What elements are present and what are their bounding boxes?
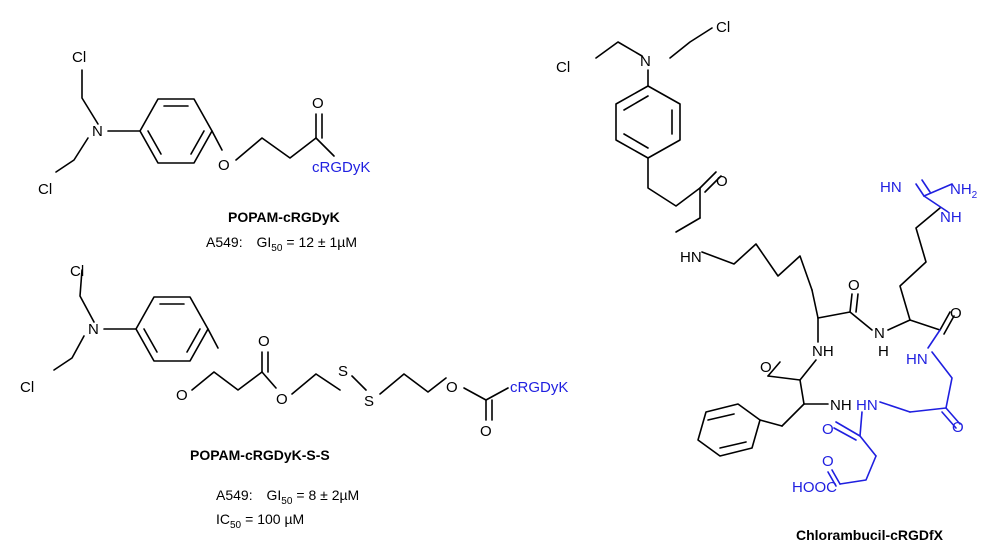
metric-subscript: 50 bbox=[271, 243, 283, 254]
peptide-label-crgdyk: cRGDyK bbox=[510, 379, 568, 396]
atom-s: S bbox=[338, 363, 348, 380]
atom-s: S bbox=[364, 393, 374, 410]
activity-value: = 8 ± 2µM bbox=[296, 487, 359, 503]
atom-cl: Cl bbox=[556, 59, 570, 76]
atom-o: O bbox=[176, 387, 188, 404]
structure-popam-crgdyk: Cl Cl N O O cRGDyK bbox=[38, 49, 370, 198]
compound-name-popam-crgdyk: POPAM-cRGDyK bbox=[228, 209, 340, 225]
atom-nh: NH bbox=[830, 397, 852, 414]
atom-n: N bbox=[88, 321, 99, 338]
atom-n: N bbox=[640, 53, 651, 70]
atom-h: H bbox=[878, 343, 889, 360]
atom-nh: NH bbox=[940, 209, 962, 226]
metric: IC bbox=[216, 511, 230, 527]
atom-o: O bbox=[446, 379, 458, 396]
atom-o: O bbox=[258, 333, 270, 350]
atom-hn: HN bbox=[856, 397, 878, 414]
activity-value: = 100 µM bbox=[245, 511, 304, 527]
metric-subscript: 50 bbox=[281, 496, 293, 507]
atom-nh2: NH2 bbox=[950, 181, 978, 201]
structure-chlorambucil-crgdfx: Cl N Cl O HN O NH O NH bbox=[556, 19, 978, 496]
activity-line: A549: GI50= 12 ± 1µM bbox=[206, 234, 357, 254]
atom-o: O bbox=[218, 157, 230, 174]
atom-cl: Cl bbox=[20, 379, 34, 396]
atom-nh: NH bbox=[812, 343, 834, 360]
atom-cl: Cl bbox=[38, 181, 52, 198]
atom-cl: Cl bbox=[716, 19, 730, 36]
atom-o: O bbox=[822, 421, 834, 438]
atom-o: O bbox=[716, 173, 728, 190]
atom-o: O bbox=[480, 423, 492, 440]
metric: GI bbox=[266, 487, 281, 503]
atom-o: O bbox=[312, 95, 324, 112]
metric-subscript: 50 bbox=[230, 520, 242, 531]
cell-line: A549: bbox=[206, 234, 243, 250]
hooc-group: HOOC bbox=[792, 479, 837, 496]
atom-o: O bbox=[848, 277, 860, 294]
atom-o: O bbox=[952, 419, 964, 436]
atom-hn: HN bbox=[880, 179, 902, 196]
atom-o: O bbox=[822, 453, 834, 470]
atom-hn: HN bbox=[680, 249, 702, 266]
activity-line: IC50= 100 µM bbox=[216, 511, 304, 531]
atom-cl: Cl bbox=[72, 49, 86, 66]
atom-o: O bbox=[276, 391, 288, 408]
compound-name-chlorambucil-crgdfx: Chlorambucil-cRGDfX bbox=[796, 527, 944, 543]
cell-line: A549: bbox=[216, 487, 253, 503]
atom-n: N bbox=[874, 325, 885, 342]
activity-line: A549: GI50= 8 ± 2µM bbox=[216, 487, 359, 507]
peptide-label-crgdyk: cRGDyK bbox=[312, 159, 370, 176]
atom-o: O bbox=[950, 305, 962, 322]
atom-hn: HN bbox=[906, 351, 928, 368]
atom-o: O bbox=[760, 359, 772, 376]
compound-name-popam-crgdyk-s-s: POPAM-cRGDyK-S-S bbox=[190, 447, 330, 463]
metric: GI bbox=[256, 234, 271, 250]
structure-popam-crgdyk-s-s: Cl Cl N O O O S S O O cRGDyK bbox=[20, 263, 568, 440]
atom-n: N bbox=[92, 123, 103, 140]
atom-cl: Cl bbox=[70, 263, 84, 280]
activity-value: = 12 ± 1µM bbox=[286, 234, 357, 250]
